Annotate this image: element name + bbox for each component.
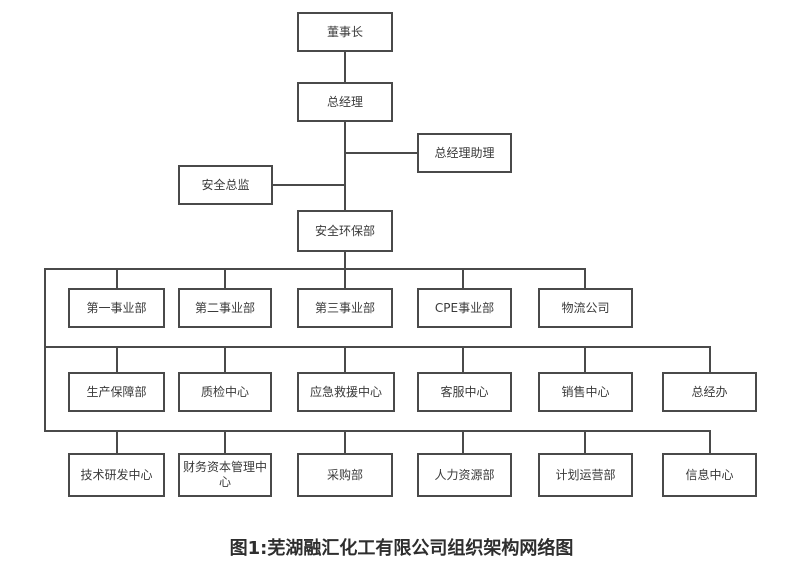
connector-gm-trunk [344,122,346,210]
drop-row2-col6 [709,346,711,372]
node-safety-env-dept: 安全环保部 [297,210,393,252]
node-customer-service-center: 客服中心 [417,372,512,412]
drop-row1-col2 [224,268,226,288]
drop-row2-col3 [344,346,346,372]
bus-row3 [44,430,711,432]
node-label: 安全环保部 [314,223,375,238]
node-quality-inspection-center: 质检中心 [178,372,272,412]
node-gm-office: 总经办 [662,372,757,412]
node-planning-operations-dept: 计划运营部 [538,453,633,497]
drop-row1-col4 [462,268,464,288]
bus-row2 [44,346,711,348]
node-chairman: 董事长 [297,12,393,52]
node-hr-dept: 人力资源部 [417,453,512,497]
node-cpe-division: CPE事业部 [417,288,512,328]
node-finance-capital-mgmt-center: 财务资本管理中心 [178,453,272,497]
drop-row2-col4 [462,346,464,372]
bus-row1 [44,268,586,270]
node-label: 信息中心 [685,467,734,482]
drop-row1-col3 [344,268,346,288]
node-label: 总经理助理 [434,145,495,160]
node-tech-rd-center: 技术研发中心 [68,453,165,497]
node-label: 董事长 [326,24,363,39]
drop-row1-col1 [116,268,118,288]
node-label: 计划运营部 [555,467,616,482]
node-label: 第三事业部 [314,300,375,315]
node-label: 安全总监 [201,177,250,192]
drop-row3-col4 [462,430,464,453]
node-division-3: 第三事业部 [297,288,393,328]
node-purchasing-dept: 采购部 [297,453,393,497]
drop-row2-col2 [224,346,226,372]
drop-row1-col5 [584,268,586,288]
node-label: 第二事业部 [194,300,255,315]
node-label: 总经办 [691,384,728,399]
node-label: 第一事业部 [86,300,147,315]
drop-row2-col5 [584,346,586,372]
drop-row3-col6 [709,430,711,453]
drop-row2-col1 [116,346,118,372]
drop-row3-col5 [584,430,586,453]
node-label: 人力资源部 [434,467,495,482]
node-label: 物流公司 [561,300,610,315]
node-division-1: 第一事业部 [68,288,165,328]
connector-to-gm-assistant [346,152,417,154]
node-general-manager: 总经理 [297,82,393,122]
left-spine [44,268,46,432]
node-production-support-dept: 生产保障部 [68,372,165,412]
drop-row3-col3 [344,430,346,453]
node-information-center: 信息中心 [662,453,757,497]
node-label: 总经理 [326,94,363,109]
node-label: 技术研发中心 [80,467,153,482]
node-label: 质检中心 [200,384,249,399]
node-division-2: 第二事业部 [178,288,272,328]
figure-caption: 图1:芜湖融汇化工有限公司组织架构网络图 [229,538,574,559]
connector-chairman-gm [344,52,346,82]
node-label: 财务资本管理中心 [183,460,268,489]
drop-row3-col1 [116,430,118,453]
connector-safety-director [273,184,344,186]
node-label: 销售中心 [561,384,610,399]
node-label: 生产保障部 [86,384,147,399]
node-emergency-rescue-center: 应急救援中心 [297,372,395,412]
node-sales-center: 销售中心 [538,372,633,412]
node-label: 客服中心 [440,384,489,399]
node-logistics-company: 物流公司 [538,288,633,328]
node-label: 应急救援中心 [309,384,382,399]
drop-row3-col2 [224,430,226,453]
node-label: CPE事业部 [434,300,495,315]
node-gm-assistant: 总经理助理 [417,133,512,173]
node-label: 采购部 [326,467,363,482]
connector-sep-bus1 [344,252,346,270]
node-safety-director: 安全总监 [178,165,273,205]
